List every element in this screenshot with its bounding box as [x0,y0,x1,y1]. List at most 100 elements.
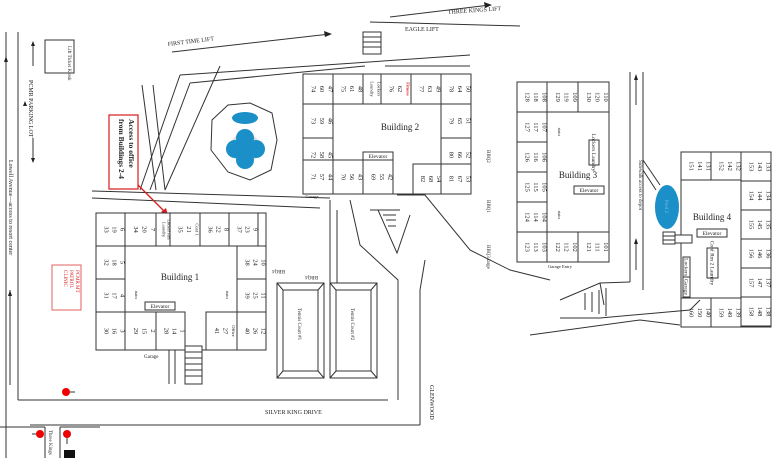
tennis-court-2-label: Tennis Court #2 [349,308,354,341]
unit-number: 30 [102,328,109,335]
patrol-clinic[interactable]: PCMR MT PATROL CLINIC [51,264,82,311]
conf-room-2[interactable]: Conf Rm 2 Laundry [706,241,719,286]
pool-1[interactable] [210,102,278,181]
building-3[interactable]: 1081181281071171271061161261051151251041… [516,81,610,269]
unit-number: 29 [132,328,139,335]
unit-number: 64 [456,86,463,93]
lockers-4[interactable]: Lockers [682,256,691,278]
lockers-laundry-3[interactable]: Lockers Laundry [588,134,600,172]
parking-lot: PCMR PARKING LOT [23,41,35,163]
unit-number: 102 [571,242,578,252]
first-time-lift: FIRST TIME LIFT [168,31,332,53]
unit-number: Lockers [376,82,381,97]
unit-number: 124 [524,212,531,223]
unit-number: 101 [602,242,609,252]
pool-1-shape [226,129,265,169]
elevator-3[interactable]: Elevator [573,185,605,195]
unit-number: 110 [602,92,609,102]
garage-4[interactable]: Garage [682,276,691,298]
unit-number: 132 [734,161,741,171]
unit-number: 108 [540,92,547,102]
unit-number: 61 [348,86,355,93]
tennis-court-2[interactable]: Tennis Court #2 [329,282,378,379]
unit-number: 31 [102,292,109,299]
stairs-label: stairs [225,291,230,300]
lift-ticket-kiosk[interactable]: Lift Ticket Kiosk [44,39,75,81]
unit-number: 69 [370,174,377,181]
unit-number: 12 [260,328,267,335]
building-3-title: Building 3 [559,170,598,180]
unit-number: 116 [532,152,539,162]
elevator-1[interactable]: Elevator [144,301,176,311]
sidewalk-label: Sidewalk access to depot [637,160,642,211]
unit-number: 150 [696,308,703,318]
tennis-court-1[interactable]: Tennis Court #1 [276,282,325,379]
unit-number: Conf 1 [194,223,199,235]
unit-number: 127 [524,122,531,133]
unit-number: 146 [756,249,763,260]
unit-number: 67 [456,176,463,183]
unit-number: 107 [540,122,547,133]
unit-number: 34 [132,226,139,233]
elevator-4[interactable]: Elevator [696,228,728,238]
unit-number: 118 [532,92,539,102]
elevator-2[interactable]: Elevator [362,151,394,161]
pool-2-label: Pool 2 [663,200,668,213]
conf-room-2-label: Conf Rm 2 Laundry [709,241,716,286]
unit-number: 115 [532,182,539,192]
pool-2[interactable]: Pool 2 [655,185,679,245]
top-stairs [362,31,382,55]
